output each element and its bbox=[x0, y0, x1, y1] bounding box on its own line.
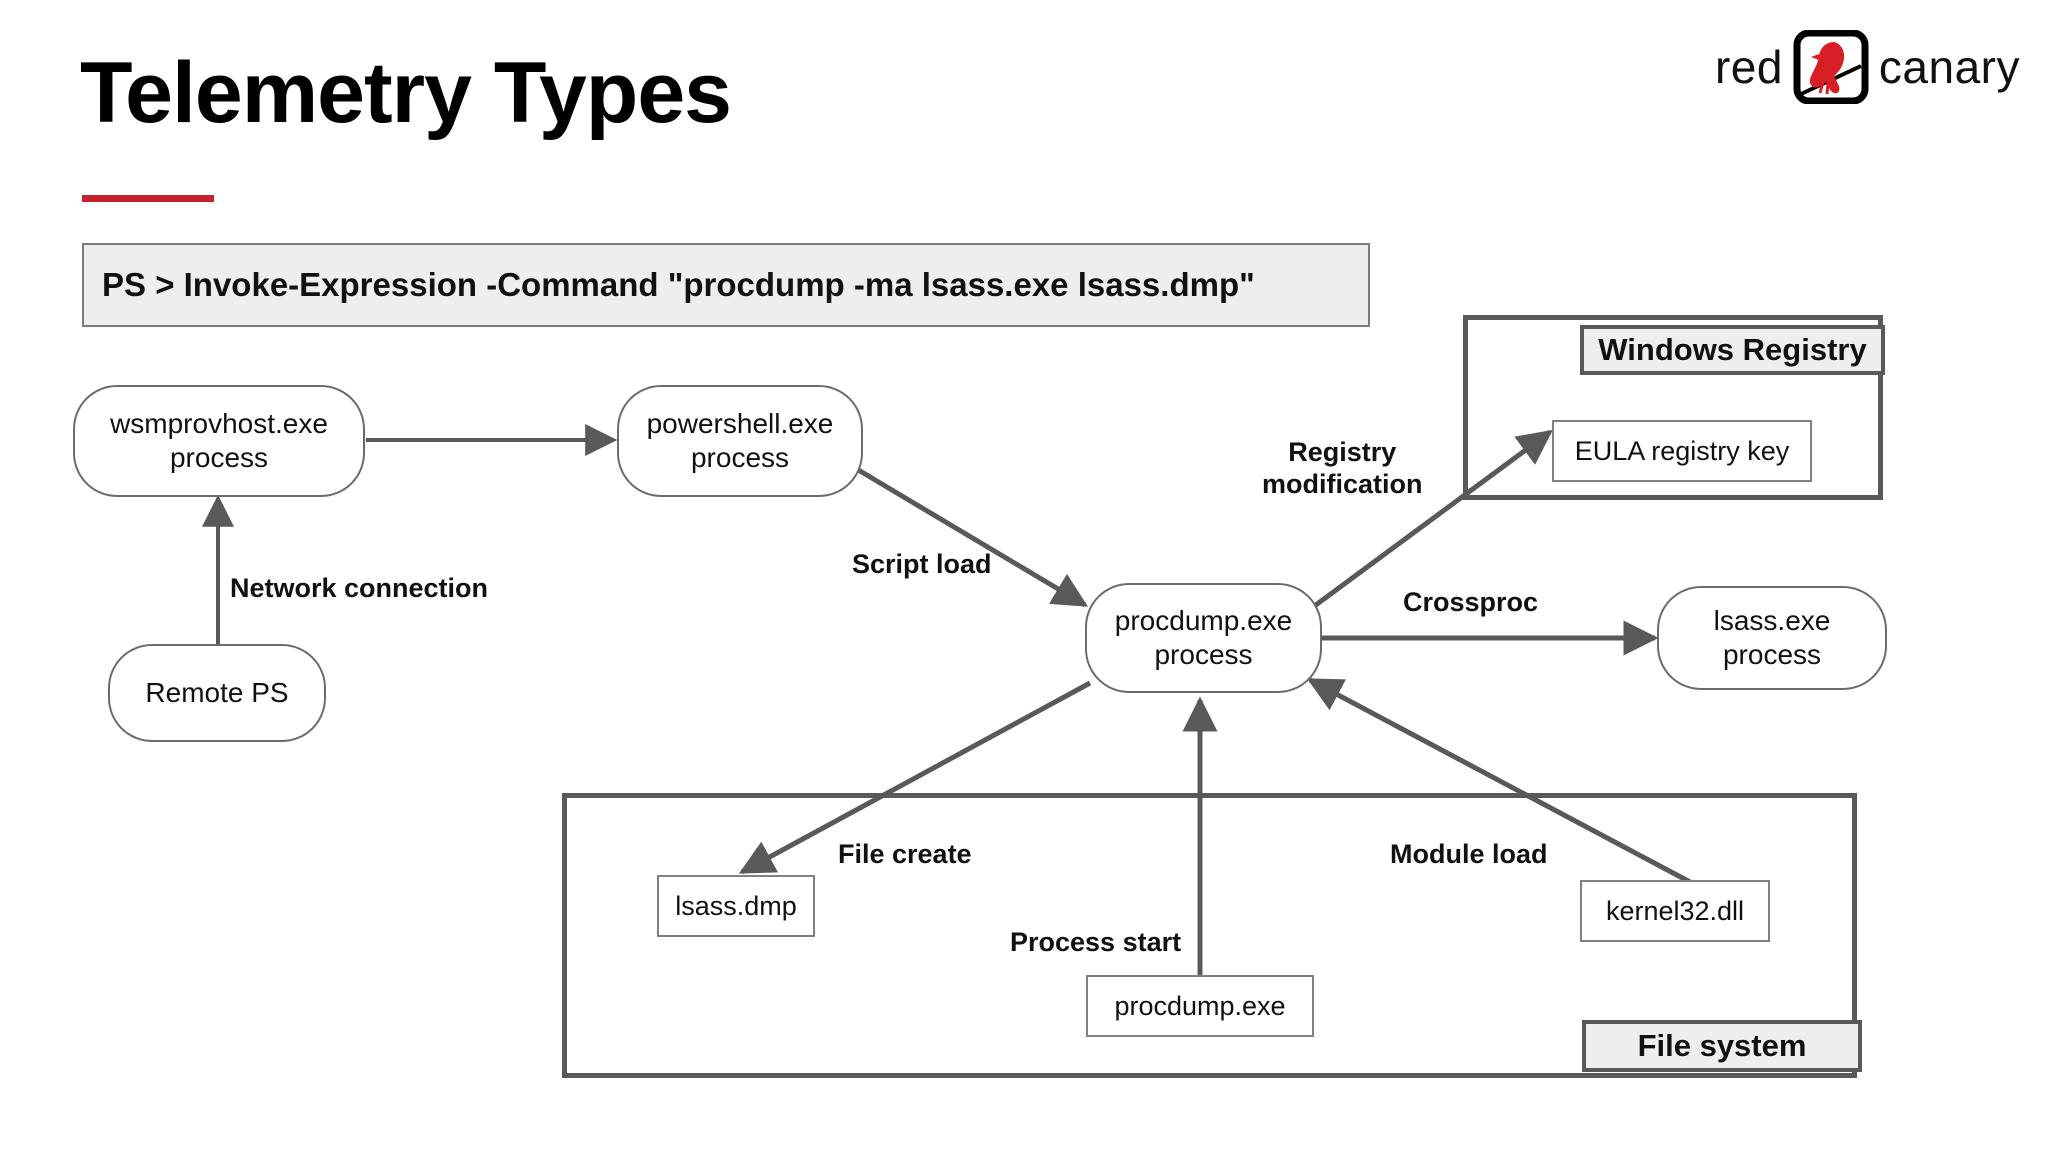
node-label-line1: Remote PS bbox=[145, 676, 289, 708]
command-bar: PS > Invoke-Expression -Command "procdum… bbox=[82, 243, 1370, 327]
command-text: PS > Invoke-Expression -Command "procdum… bbox=[102, 266, 1255, 303]
node-label-line2: process bbox=[169, 442, 269, 473]
edge-label-text: Process start bbox=[1010, 927, 1182, 957]
edge-label-file-create: File create bbox=[838, 838, 972, 870]
node-powershell-process: powershell.exe process bbox=[617, 385, 863, 497]
node-wsmprovhost-process: wsmprovhost.exe process bbox=[73, 385, 365, 497]
edge-label-text: File create bbox=[838, 839, 972, 869]
container-title-label: File system bbox=[1637, 1028, 1807, 1063]
node-label-line1: lsass.exe bbox=[1713, 604, 1831, 636]
node-label: kernel32.dll bbox=[1605, 895, 1745, 926]
node-label-line2: process bbox=[1154, 639, 1253, 670]
red-canary-logo: red canary bbox=[1714, 29, 2020, 105]
node-lsass-dmp: lsass.dmp bbox=[657, 875, 815, 937]
node-label-line1: procdump.exe bbox=[1114, 604, 1293, 636]
container-file-system bbox=[562, 793, 1857, 1078]
node-eula-registry-key: EULA registry key bbox=[1552, 420, 1812, 482]
container-title-label: Windows Registry bbox=[1598, 332, 1867, 367]
edge-label-crossproc: Crossproc bbox=[1403, 586, 1538, 618]
node-label-line1: wsmprovhost.exe bbox=[110, 407, 328, 439]
node-procdump-process: procdump.exe process bbox=[1085, 583, 1322, 693]
edge-label-text: Network connection bbox=[230, 573, 489, 603]
edge-label-text-line2: modification bbox=[1262, 469, 1423, 500]
edge-label-registry-modification: Registry modification bbox=[1262, 436, 1423, 501]
node-remote-ps: Remote PS bbox=[108, 644, 326, 742]
node-label: EULA registry key bbox=[1574, 435, 1790, 466]
edge-label-text-line1: Registry bbox=[1288, 437, 1397, 467]
node-label-line1: powershell.exe bbox=[646, 407, 834, 439]
edge-label-text: Module load bbox=[1390, 839, 1548, 869]
node-kernel32-dll: kernel32.dll bbox=[1580, 880, 1770, 942]
node-label: procdump.exe bbox=[1114, 990, 1286, 1021]
edge-label-network-connection: Network connection bbox=[230, 572, 488, 604]
container-title-file-system: File system bbox=[1582, 1020, 1862, 1072]
edge-label-text: Script load bbox=[852, 549, 992, 579]
node-label-line2: process bbox=[1722, 639, 1822, 670]
red-canary-bird-mark-icon bbox=[1793, 29, 1869, 105]
node-label-line2: process bbox=[690, 442, 790, 473]
node-procdump-exe-file: procdump.exe bbox=[1086, 975, 1314, 1037]
container-title-windows-registry: Windows Registry bbox=[1580, 325, 1885, 375]
node-lsass-process: lsass.exe process bbox=[1657, 586, 1887, 690]
edge-label-script-load: Script load bbox=[852, 548, 992, 580]
logo-word-red: red bbox=[1714, 41, 1783, 93]
container-windows-registry bbox=[1463, 315, 1883, 500]
edge-label-process-start: Process start bbox=[1010, 926, 1181, 958]
logo-word-canary: canary bbox=[1878, 41, 2020, 93]
node-label: lsass.dmp bbox=[675, 890, 797, 921]
edge-label-text: Crossproc bbox=[1403, 587, 1539, 617]
title-accent-rule bbox=[82, 195, 214, 202]
page-title: Telemetry Types bbox=[80, 45, 732, 141]
edge-script-load bbox=[853, 465, 1089, 608]
edge-label-module-load: Module load bbox=[1390, 838, 1548, 870]
